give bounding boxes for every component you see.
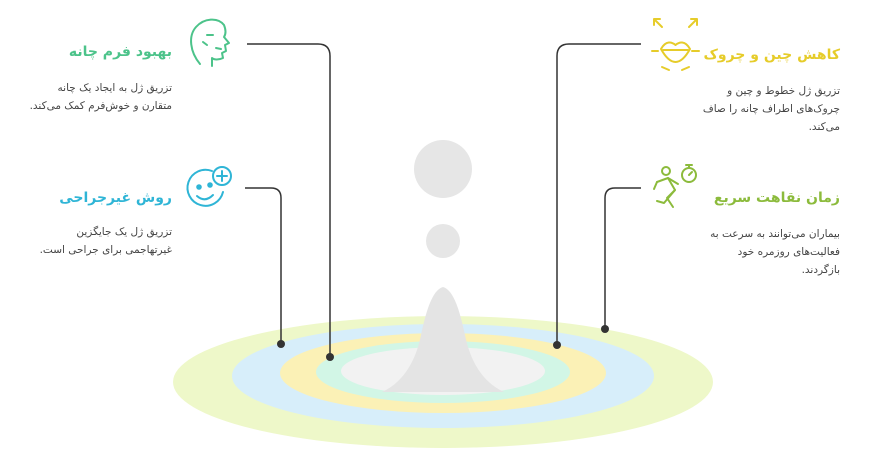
lips-icon xyxy=(651,18,700,71)
connector-dot-recovery xyxy=(601,325,609,333)
desc-non-surgical: تزریق ژل یک جایگزین غیرتهاجمی برای جراحی… xyxy=(39,226,172,256)
connector-recovery xyxy=(604,187,641,329)
title-chin-improvement: بهبود فرم چانه xyxy=(68,44,172,60)
connector-dot-chin xyxy=(326,353,334,361)
title-non-surgical: روش غیرجراحی xyxy=(59,190,172,206)
connector-chin xyxy=(247,43,331,357)
smiley-plus-icon xyxy=(186,166,232,207)
desc-chin-improvement: تزریق ژل به ایجاد یک چانه متقارن و خوش‌ف… xyxy=(29,82,172,112)
connector-nonsurgical xyxy=(245,187,282,344)
desc-wrinkle-reduction: تزریق ژل خطوط و چین و چروک‌های اطراف چان… xyxy=(702,85,840,133)
title-fast-recovery: زمان نقاهت سریع xyxy=(713,190,840,206)
connector-wrinkles xyxy=(556,43,641,345)
water-splash-column xyxy=(382,287,504,392)
connector-dot-nonsurgical xyxy=(277,340,285,348)
desc-fast-recovery: بیماران می‌توانند به سرعت به فعالیت‌های … xyxy=(710,228,840,276)
droplet-large xyxy=(414,140,472,198)
running-person-timer-icon xyxy=(653,164,697,208)
connector-dot-wrinkles xyxy=(553,341,561,349)
droplet-small xyxy=(426,224,460,258)
title-wrinkle-reduction: کاهش چین و چروک xyxy=(703,47,840,63)
face-profile-icon xyxy=(190,18,230,67)
